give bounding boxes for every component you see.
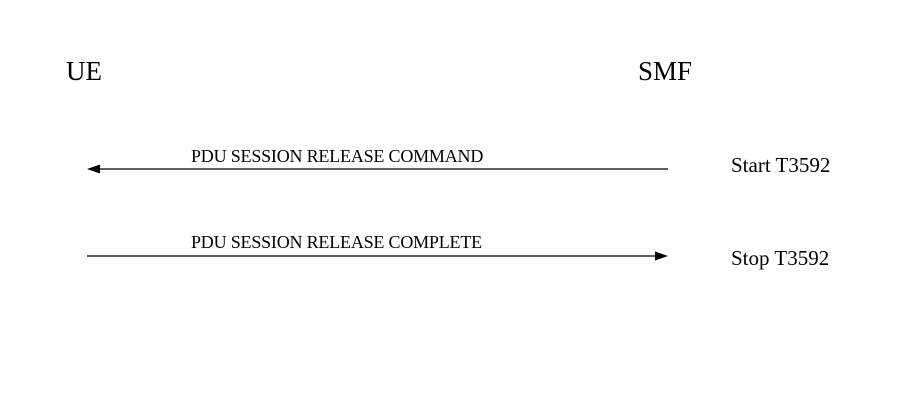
timer-label-start: Start T3592 (731, 153, 831, 177)
entity-smf-label: SMF (638, 56, 693, 86)
entity-ue-label: UE (66, 56, 102, 86)
message-label-release-command: PDU SESSION RELEASE COMMAND (191, 146, 484, 166)
arrowhead-left (87, 164, 100, 174)
arrow-release-command (87, 164, 668, 174)
arrowhead-right (655, 251, 668, 261)
message-label-release-complete: PDU SESSION RELEASE COMPLETE (191, 232, 482, 252)
timer-label-stop: Stop T3592 (731, 246, 830, 270)
arrow-release-complete (87, 251, 668, 261)
